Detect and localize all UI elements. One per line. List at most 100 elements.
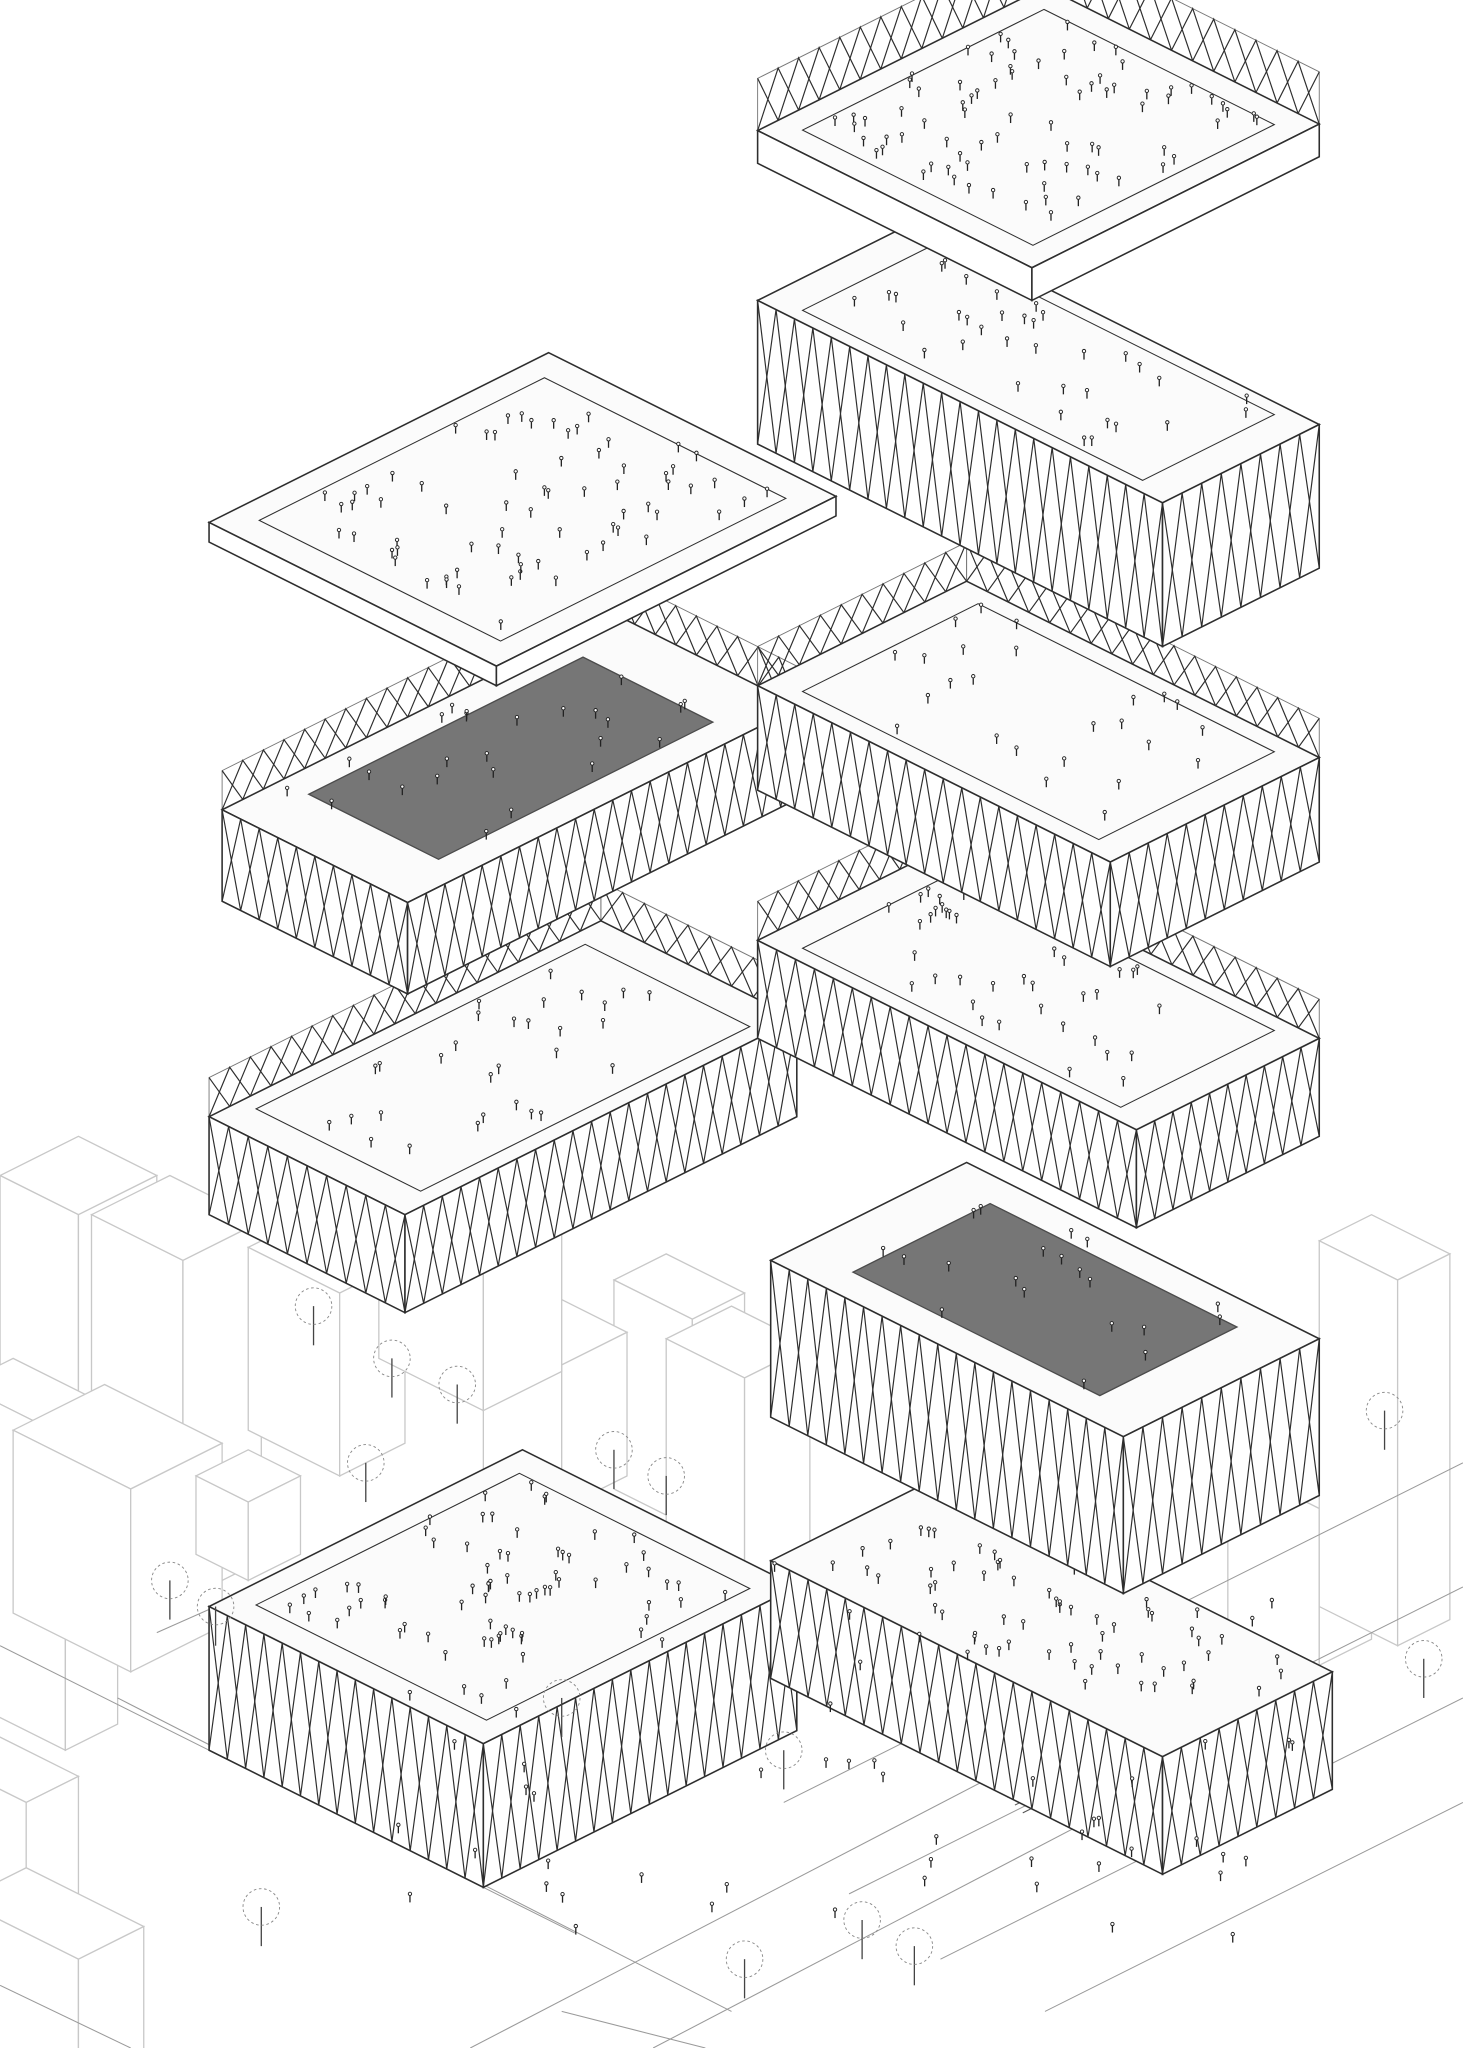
person-head bbox=[456, 584, 462, 589]
person-head bbox=[828, 1701, 833, 1706]
person-head bbox=[964, 274, 969, 279]
person-head bbox=[724, 1881, 729, 1887]
person-head bbox=[611, 522, 616, 527]
person-head bbox=[1230, 1931, 1235, 1937]
person-head bbox=[975, 88, 980, 93]
person-head bbox=[469, 541, 474, 546]
person-head bbox=[605, 717, 611, 722]
tree-canopy bbox=[1405, 1640, 1443, 1678]
person-head bbox=[953, 616, 958, 621]
person-head bbox=[666, 479, 671, 484]
truss-zigzag bbox=[404, 1018, 798, 1313]
person-head bbox=[600, 1017, 606, 1023]
person-head bbox=[498, 619, 503, 624]
person-head bbox=[917, 918, 923, 924]
tree-canopy bbox=[373, 1339, 411, 1378]
person-head bbox=[880, 1245, 886, 1251]
person-head bbox=[1014, 645, 1019, 650]
person-head bbox=[306, 1610, 311, 1616]
person-head bbox=[1221, 1851, 1226, 1857]
person-head bbox=[1119, 718, 1124, 723]
tree-canopy bbox=[151, 1561, 189, 1600]
person-head bbox=[659, 1637, 665, 1642]
person-head bbox=[419, 481, 424, 486]
person-head bbox=[1243, 407, 1249, 412]
person-head bbox=[438, 1052, 444, 1058]
person-head bbox=[470, 1583, 475, 1588]
person-head bbox=[952, 174, 957, 179]
person-head bbox=[368, 1136, 374, 1142]
person-head bbox=[1015, 381, 1021, 386]
street-line bbox=[561, 2010, 706, 2048]
person-head bbox=[1008, 112, 1013, 117]
building-wall bbox=[0, 1919, 80, 2048]
person-head bbox=[1149, 1610, 1155, 1616]
person-head bbox=[657, 736, 662, 742]
person-head bbox=[483, 1592, 488, 1597]
person-head bbox=[1146, 1607, 1151, 1612]
person-head bbox=[960, 100, 965, 105]
tree-canopy bbox=[725, 1940, 764, 1978]
person-head bbox=[548, 968, 553, 973]
person-head bbox=[926, 886, 931, 891]
person-head bbox=[486, 1581, 491, 1586]
person-head bbox=[553, 575, 559, 580]
person-head bbox=[899, 132, 905, 137]
person-head bbox=[1014, 618, 1019, 623]
person-head bbox=[916, 86, 921, 91]
context-building bbox=[1317, 1213, 1452, 1647]
person-head bbox=[907, 77, 912, 82]
person-head bbox=[287, 1602, 292, 1607]
person-head bbox=[979, 1015, 985, 1020]
person-head bbox=[377, 1061, 382, 1066]
person-head bbox=[484, 751, 489, 756]
person-head bbox=[476, 998, 482, 1004]
person-head bbox=[425, 1631, 431, 1636]
person-head bbox=[979, 139, 984, 145]
person-head bbox=[503, 1624, 508, 1629]
truss-zigzag bbox=[1135, 1038, 1320, 1219]
person-head bbox=[1189, 83, 1194, 88]
person-head bbox=[505, 1551, 511, 1556]
person-head bbox=[542, 1584, 548, 1590]
person-head bbox=[327, 1119, 332, 1125]
person-head bbox=[925, 692, 931, 698]
person-head bbox=[932, 1602, 938, 1608]
person-head bbox=[1064, 161, 1069, 167]
inner-edge bbox=[254, 943, 751, 1192]
person-head bbox=[961, 644, 966, 649]
person-head bbox=[519, 1630, 525, 1636]
person-head bbox=[888, 1538, 893, 1544]
tree-canopy bbox=[347, 1444, 385, 1482]
person-head bbox=[646, 501, 651, 506]
person-head bbox=[1081, 991, 1086, 996]
person-head bbox=[435, 773, 440, 779]
person-head bbox=[600, 540, 606, 545]
person-head bbox=[1115, 1663, 1121, 1668]
person-head bbox=[621, 463, 627, 468]
person-head bbox=[1161, 1666, 1166, 1671]
person-head bbox=[1139, 1652, 1144, 1657]
inner-edge bbox=[258, 377, 788, 642]
person-head bbox=[1191, 1678, 1196, 1683]
tree-canopy bbox=[542, 1679, 581, 1717]
person-head bbox=[1120, 59, 1125, 64]
person-head bbox=[932, 1527, 937, 1532]
person-head bbox=[872, 1758, 877, 1763]
person-head bbox=[933, 905, 938, 911]
person-head bbox=[934, 1834, 939, 1839]
person-head bbox=[1013, 1275, 1018, 1281]
person-head bbox=[1194, 1836, 1199, 1841]
person-head bbox=[641, 1550, 646, 1555]
person-head bbox=[1089, 435, 1094, 440]
person-head bbox=[1140, 101, 1145, 106]
person-head bbox=[378, 497, 384, 502]
building-wall bbox=[561, 1331, 628, 1510]
person-head bbox=[1095, 170, 1100, 176]
person-head bbox=[1023, 199, 1029, 205]
person-head bbox=[1048, 210, 1054, 215]
person-head bbox=[407, 1689, 412, 1695]
person-head bbox=[1065, 19, 1070, 25]
person-head bbox=[1061, 383, 1066, 389]
museum-slab bbox=[207, 880, 799, 1314]
